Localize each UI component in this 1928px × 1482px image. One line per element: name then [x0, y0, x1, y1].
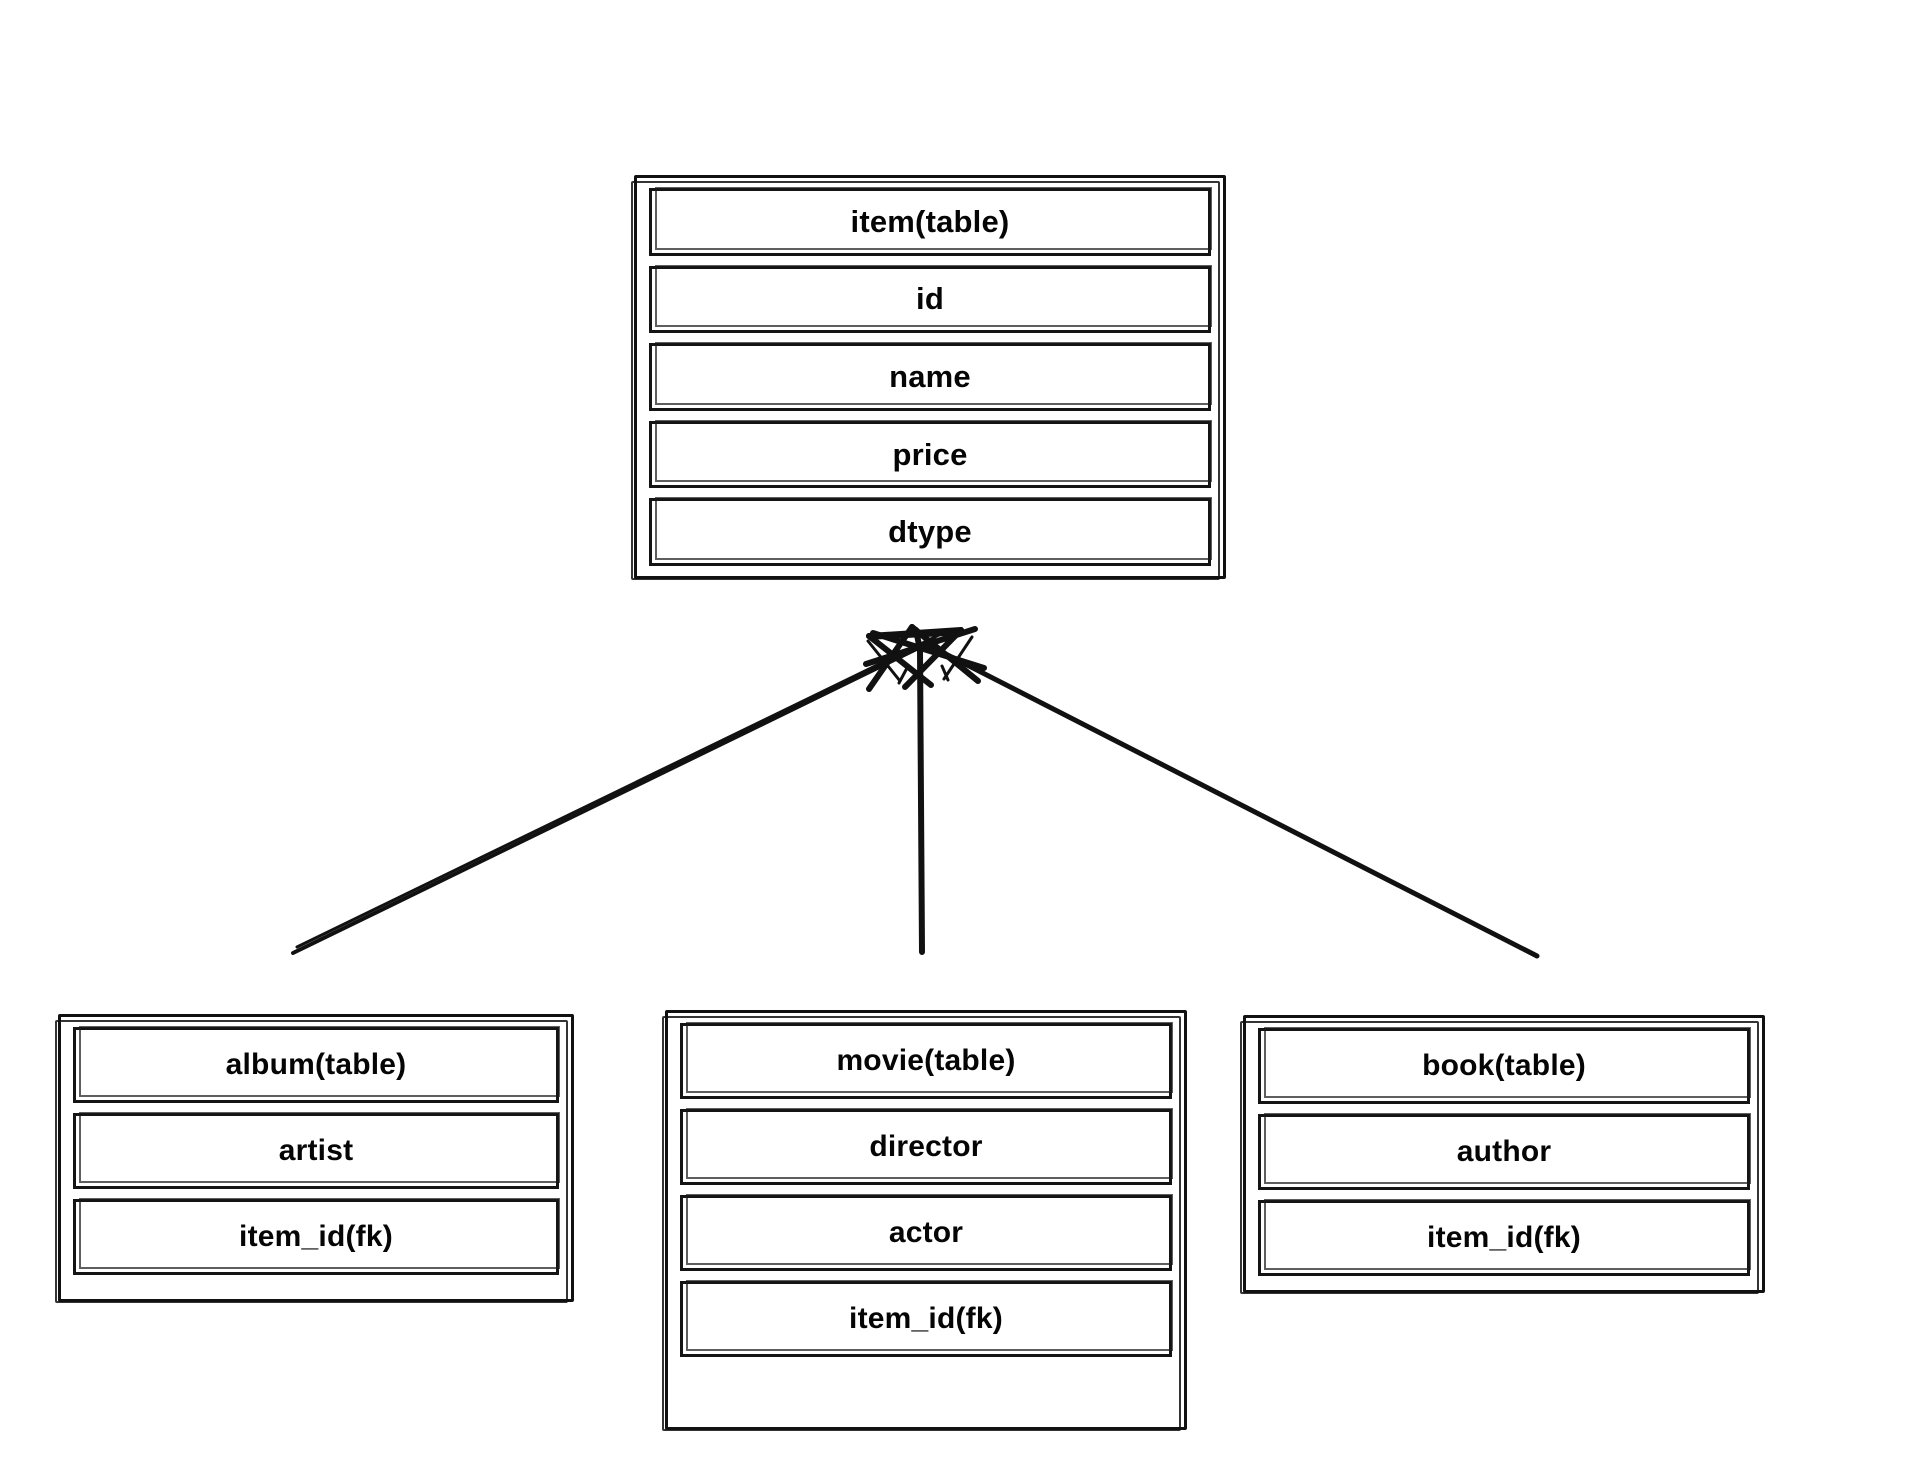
table-item-field-id: id — [649, 264, 1212, 334]
table-book[interactable]: book(table) author item_id(fk) — [1240, 1015, 1765, 1294]
generalization-arrowhead — [863, 624, 987, 692]
table-album-header: album(table) — [73, 1026, 560, 1103]
table-movie-field-actor: actor — [680, 1194, 1173, 1271]
table-movie-header: movie(table) — [680, 1022, 1173, 1099]
connector-movie-to-item — [913, 627, 925, 955]
table-item[interactable]: item(table) id name price dtype — [631, 175, 1226, 580]
table-book-field-item-id: item_id(fk) — [1258, 1199, 1751, 1276]
table-movie-field-item-id: item_id(fk) — [680, 1280, 1173, 1357]
table-item-field-price: price — [649, 419, 1212, 489]
table-item-header: item(table) — [649, 187, 1212, 256]
generalization-arrowhead-fine — [866, 632, 974, 685]
table-album-field-item-id: item_id(fk) — [73, 1198, 560, 1275]
table-movie-field-director: director — [680, 1108, 1173, 1185]
table-book-header: book(table) — [1258, 1027, 1751, 1104]
connector-book-to-item — [927, 643, 1540, 959]
table-item-field-dtype: dtype — [649, 497, 1212, 566]
table-movie[interactable]: movie(table) director actor item_id(fk) — [662, 1010, 1187, 1431]
table-item-field-name: name — [649, 342, 1212, 411]
table-book-field-author: author — [1258, 1113, 1751, 1190]
table-album[interactable]: album(table) artist item_id(fk) — [55, 1014, 574, 1303]
table-album-field-artist: artist — [73, 1112, 560, 1189]
connector-album-to-item — [291, 632, 943, 955]
